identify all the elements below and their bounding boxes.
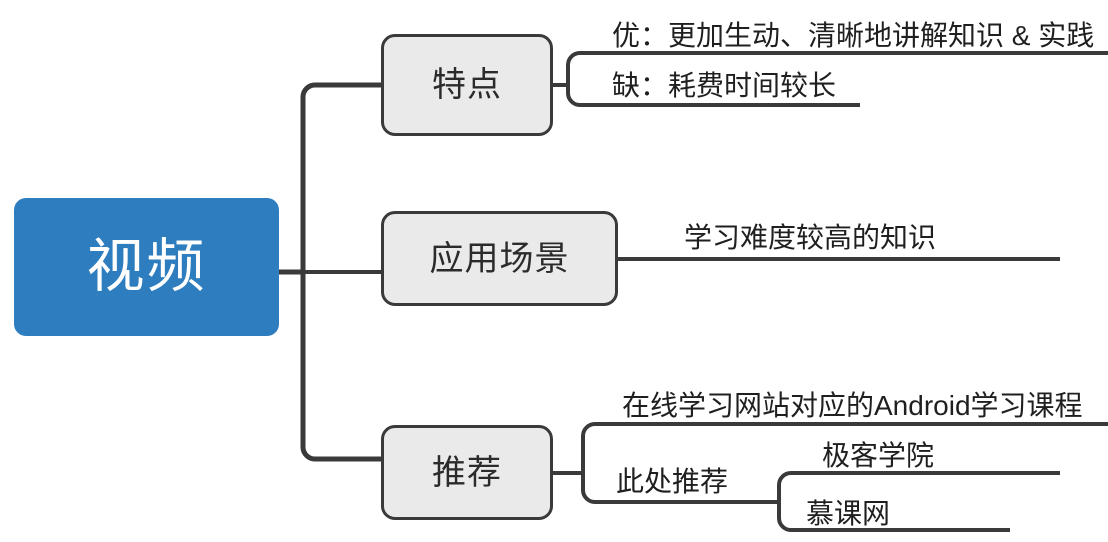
branch-node-label: 应用场景	[429, 239, 570, 278]
leaf-node-disadvantage[interactable]: 缺：耗费时间较长	[612, 70, 837, 101]
branch-node-changjing[interactable]: 应用场景	[381, 211, 618, 306]
leaf-node-imooc[interactable]: 慕课网	[806, 498, 891, 529]
leaf-node-difficult-knowledge[interactable]: 学习难度较高的知识	[684, 222, 937, 253]
leaf-node-recommend-here[interactable]: 此处推荐	[616, 466, 729, 497]
branch-node-label: 推荐	[432, 453, 502, 492]
branch-node-label: 特点	[432, 66, 502, 104]
branch-node-tuijian[interactable]: 推荐	[381, 425, 553, 520]
leaf-node-online-course[interactable]: 在线学习网站对应的Android学习课程	[622, 390, 1083, 421]
connector-main-spine	[300, 82, 381, 462]
branch-node-tedian[interactable]: 特点	[381, 34, 553, 136]
leaf-node-advantage[interactable]: 优：更加生动、清晰地讲解知识 & 实践	[612, 20, 1095, 51]
leaf-node-jikexueyuan[interactable]: 极客学院	[822, 440, 935, 471]
root-node-label: 视频	[86, 234, 207, 299]
root-node-video[interactable]: 视频	[14, 198, 279, 336]
